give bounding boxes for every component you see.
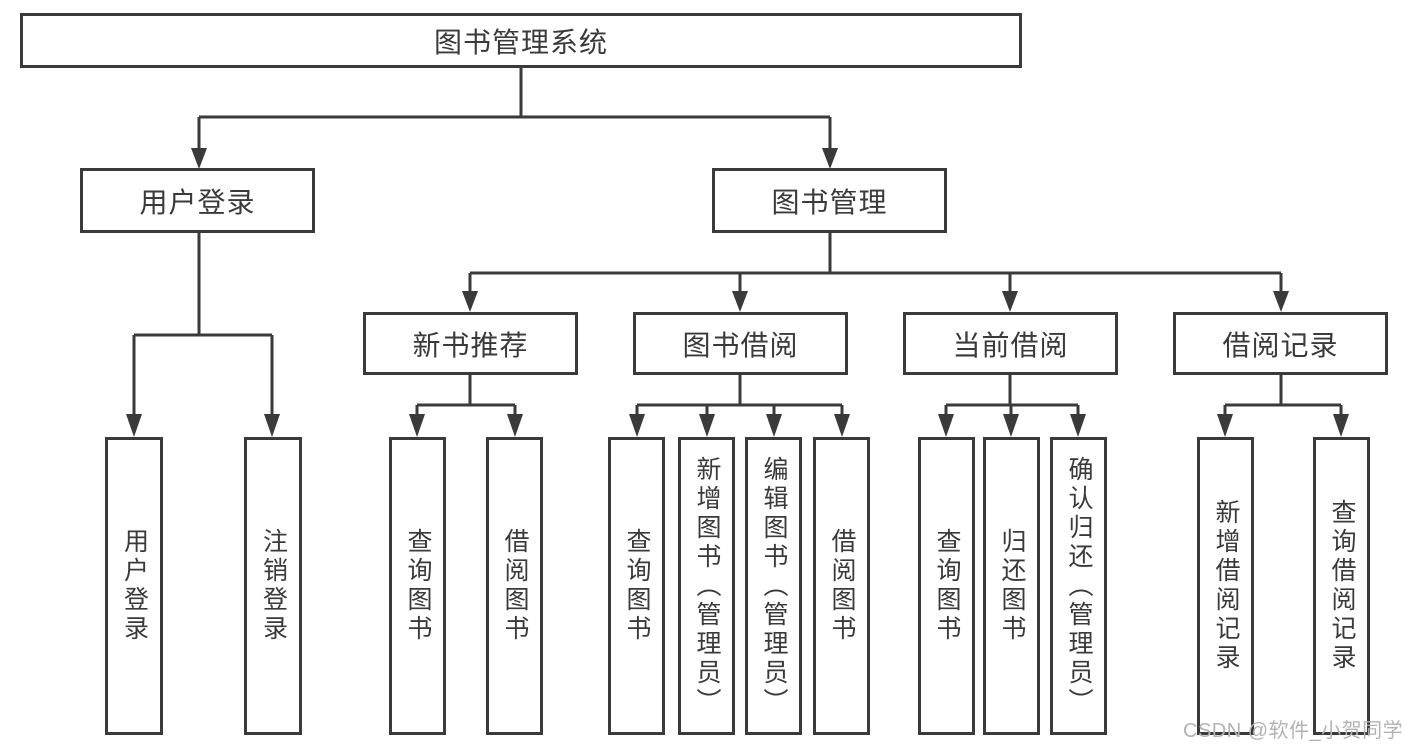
node-label: 查询借阅记录 (1328, 499, 1356, 673)
node-label: 用户登录 (120, 528, 149, 644)
leaf-user-login: 用户登录 (105, 437, 163, 735)
node-new-book-recommend: 新书推荐 (363, 312, 578, 375)
node-label: 新书推荐 (412, 329, 529, 361)
node-label: 查询图书 (404, 528, 432, 644)
node-label: 注销登录 (259, 528, 288, 644)
node-label: 编辑图书（管理员） (760, 455, 788, 717)
node-label: 借阅记录 (1222, 329, 1339, 361)
node-label: 当前借阅 (952, 329, 1069, 361)
arrowheads (126, 148, 1349, 437)
node-label: 确认归还（管理员） (1065, 455, 1093, 717)
leaf-return-book: 归还图书 (983, 437, 1040, 735)
csdn-watermark: CSDN @软件_小贺同学 (1183, 720, 1404, 742)
node-book-borrow: 图书借阅 (633, 312, 848, 375)
edge-borrow-record-children (1223, 375, 1343, 416)
node-library-management-system: 图书管理系统 (20, 13, 1022, 68)
edge-book-management-children (468, 233, 1283, 294)
node-label: 查询图书 (933, 528, 961, 644)
node-label: 图书借阅 (682, 329, 799, 361)
edge-new-book-children (415, 375, 517, 416)
node-label: 借阅图书 (828, 528, 856, 644)
node-label: 借阅图书 (501, 528, 529, 644)
leaf-query-books-2: 查询图书 (608, 437, 665, 735)
leaf-logout: 注销登录 (244, 437, 302, 735)
node-borrow-record: 借阅记录 (1173, 312, 1388, 375)
edge-user-login-children (132, 233, 274, 419)
node-label: 新增图书（管理员） (693, 455, 721, 717)
leaf-borrow-books-2: 借阅图书 (813, 437, 870, 735)
edge-root-to-level2 (197, 68, 832, 151)
node-user-login: 用户登录 (80, 168, 315, 233)
node-book-management: 图书管理 (712, 168, 947, 233)
leaf-query-books-1: 查询图书 (389, 437, 446, 735)
node-current-borrow: 当前借阅 (903, 312, 1118, 375)
node-label: 查询图书 (623, 528, 651, 644)
leaf-add-book-admin: 新增图书（管理员） (678, 437, 735, 735)
leaf-query-borrow-record: 查询借阅记录 (1313, 437, 1370, 735)
node-label: 归还图书 (998, 528, 1026, 644)
leaf-borrow-books-1: 借阅图书 (486, 437, 543, 735)
node-label: 图书管理 (771, 186, 888, 218)
node-label: 图书管理系统 (433, 26, 608, 58)
node-label: 用户登录 (139, 186, 256, 218)
leaf-add-borrow-record: 新增借阅记录 (1197, 437, 1254, 735)
node-label: 新增借阅记录 (1212, 499, 1240, 673)
leaf-edit-book-admin: 编辑图书（管理员） (745, 437, 802, 735)
leaf-query-books-3: 查询图书 (918, 437, 975, 735)
edge-current-borrow-children (944, 375, 1080, 416)
leaf-confirm-return-admin: 确认归还（管理员） (1050, 437, 1107, 735)
edge-book-borrow-children (635, 375, 844, 416)
